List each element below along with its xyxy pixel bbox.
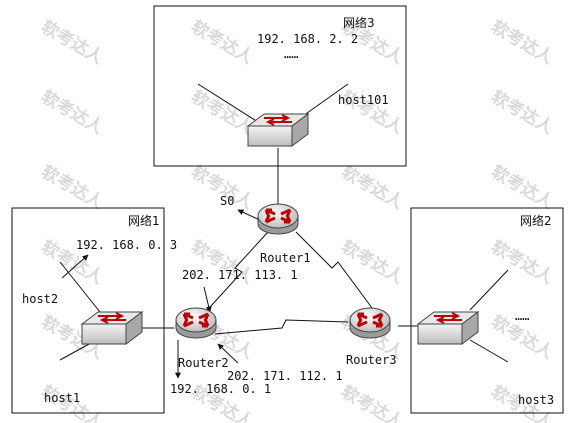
r2r3-link-arrow (217, 343, 239, 364)
host1-label: host1 (44, 391, 80, 405)
network2-label: 网络2 (520, 213, 552, 228)
svg-text:软考达人: 软考达人 (488, 86, 558, 139)
svg-text:软考达人: 软考达人 (188, 86, 258, 139)
svg-text:软考达人: 软考达人 (338, 381, 408, 423)
link-router1-router3 (295, 231, 373, 309)
host101-label: host101 (338, 93, 389, 107)
link-switch-host-net2 (469, 269, 509, 311)
network1-label: 网络1 (128, 213, 160, 228)
svg-text:软考达人: 软考达人 (488, 161, 558, 214)
router2-icon[interactable] (174, 306, 218, 340)
link-host101-switch (299, 83, 349, 119)
host3-label: host3 (518, 393, 554, 407)
r2r3-link-address: 202. 171. 112. 1 (227, 369, 343, 383)
svg-text:软考达人: 软考达人 (338, 161, 408, 214)
link-host2-switch (59, 261, 101, 313)
r1r2-link-arrow (203, 286, 212, 313)
link-router1-router2 (199, 231, 269, 319)
router1-icon[interactable] (256, 202, 300, 236)
net2-ellipsis: …… (515, 309, 529, 323)
network1-box (11, 207, 165, 414)
network2-box (410, 207, 564, 414)
router3-label: Router3 (346, 353, 397, 367)
r2-lan-address: 192. 168. 0. 1 (170, 382, 271, 396)
net1-host-arrow (61, 254, 89, 279)
router2-label: Router2 (178, 356, 229, 370)
svg-text:软考达人: 软考达人 (188, 16, 258, 69)
svg-text:软考达人: 软考达人 (38, 86, 108, 139)
link-switch-host3 (469, 339, 509, 363)
network3-box (153, 5, 407, 167)
host2-label: host2 (22, 292, 58, 306)
net1-host-address: 192. 168. 0. 3 (76, 238, 177, 252)
router3-icon[interactable] (348, 306, 392, 340)
switch-net1-icon[interactable] (81, 311, 143, 345)
svg-text:软考达人: 软考达人 (488, 16, 558, 69)
svg-text:软考达人: 软考达人 (38, 161, 108, 214)
net3-ellipsis: …… (284, 47, 298, 61)
network3-label: 网络3 (343, 15, 375, 30)
router1-label: Router1 (260, 251, 311, 265)
switch-net3-icon[interactable] (247, 113, 309, 147)
net3-host-address: 192. 168. 2. 2 (257, 32, 358, 46)
link-host-net3-switch (197, 83, 259, 123)
switch-net2-icon[interactable] (417, 311, 479, 345)
svg-text:软考达人: 软考达人 (338, 236, 408, 289)
s0-label: S0 (220, 194, 234, 208)
svg-text:软考达人: 软考达人 (38, 16, 108, 69)
link-router2-router3 (214, 319, 349, 335)
r1r2-link-address: 202. 171. 113. 1 (182, 268, 298, 282)
